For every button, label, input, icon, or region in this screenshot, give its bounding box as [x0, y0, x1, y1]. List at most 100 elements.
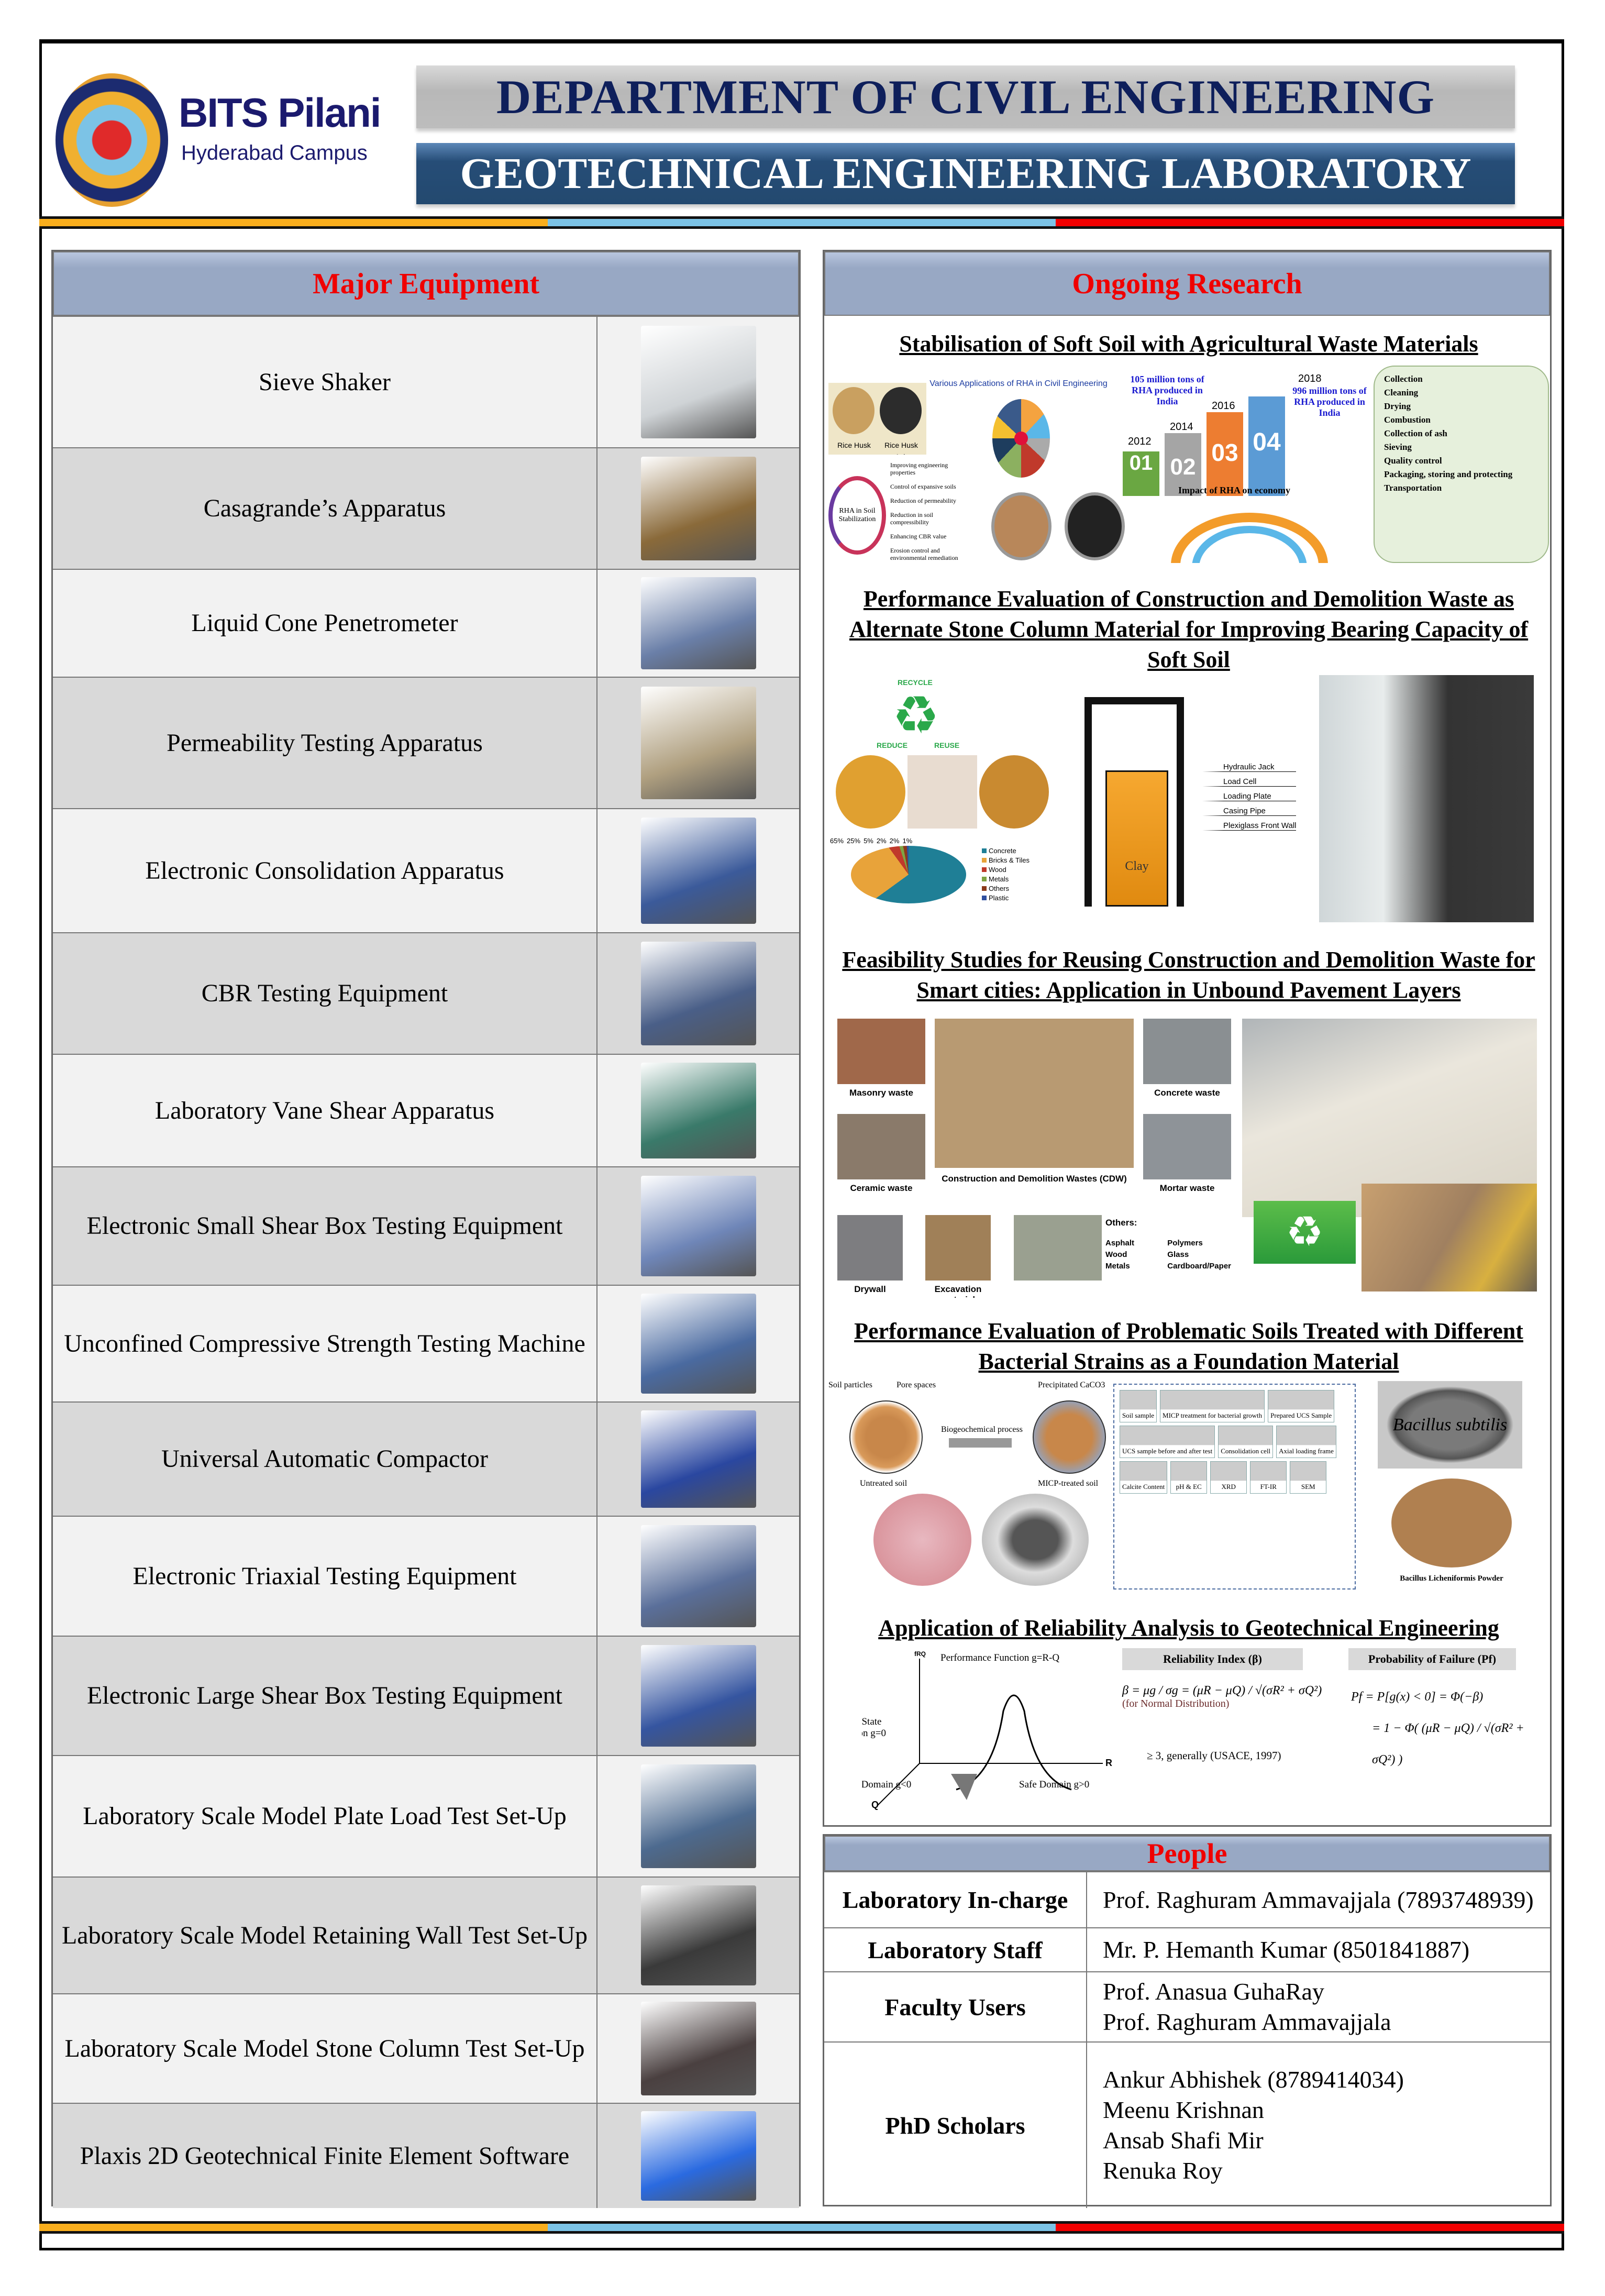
equipment-photo [640, 1410, 756, 1508]
equipment-name: Permeability Testing Apparatus [53, 678, 597, 808]
legend-label: Wood [989, 865, 1006, 874]
pore-spaces-label: Pore spaces [896, 1381, 936, 1389]
other-waste-item: Glass [1167, 1250, 1189, 1259]
legend-swatch [982, 876, 987, 881]
rice-husk-label: Rice Husk [837, 441, 871, 449]
equipment-photo [640, 1062, 756, 1159]
beta-note: (for Normal Distribution) [1122, 1698, 1230, 1709]
pie-legend-item: Plastic [982, 893, 1030, 902]
legend-swatch [982, 857, 987, 863]
equipment-name: Electronic Small Shear Box Testing Equip… [53, 1167, 597, 1285]
pie-chart [851, 846, 966, 903]
equipment-row: Laboratory Scale Model Stone Column Test… [53, 1993, 799, 2103]
production-2012: 105 million tons of RHA produced in Indi… [1130, 374, 1204, 406]
flow-step: SEM [1290, 1461, 1327, 1494]
top-color-stripe [39, 216, 1565, 229]
people-names: Mr. P. Hemanth Kumar (8501841887) [1087, 1928, 1550, 1971]
equipment-photo [640, 1175, 756, 1277]
pie-data-label: 2% [889, 837, 900, 845]
equipment-name: Laboratory Scale Model Plate Load Test S… [53, 1756, 597, 1876]
petri-dish-2 [982, 1494, 1089, 1586]
bar-04: 04 [1248, 396, 1285, 496]
person-name: Prof. Anasua GuhaRay [1103, 1978, 1324, 2005]
equipment-name: Universal Automatic Compactor [53, 1403, 597, 1516]
equipment-photo [640, 818, 756, 924]
equipment-image [597, 1517, 799, 1636]
pie-data-label: 65% [830, 837, 844, 845]
masonry-waste-label: Masonry waste [849, 1088, 913, 1098]
demolition-photo [1362, 1184, 1537, 1292]
equipment-row: Electronic Triaxial Testing Equipment [53, 1516, 799, 1636]
legend-swatch [982, 867, 987, 872]
equipment-image [597, 570, 799, 677]
other-waste-item: Wood [1105, 1250, 1127, 1259]
reliability-diagram: Performance Function g=R-Q Limit State F… [862, 1648, 1117, 1812]
equipment-photo [640, 1644, 756, 1747]
research-header: Ongoing Research [824, 251, 1550, 316]
equipment-name: Casagrande’s Apparatus [53, 448, 597, 569]
person-name: Prof. Raghuram Ammavajjala (7893748939) [1103, 1886, 1534, 1913]
petri-dish-1 [873, 1494, 971, 1586]
equipment-image [597, 809, 799, 932]
aggregate-images [836, 755, 1049, 829]
process-step: Collection [1384, 374, 1423, 384]
equipment-name: Unconfined Compressive Strength Testing … [53, 1286, 597, 1401]
project-title-reliability: Application of Reliability Analysis to G… [878, 1615, 1499, 1641]
person-name: Ankur Abhishek (8789414034) [1103, 2066, 1404, 2093]
bar-01: 01 [1123, 451, 1159, 475]
recycle-text: RECYCLE [898, 678, 933, 687]
husk-images [986, 490, 1132, 563]
pie-legend-item: Metals [982, 874, 1030, 884]
soil-stab-item: Improving engineering properties [890, 461, 948, 476]
equipment-photo [640, 1764, 756, 1868]
green-building-recycle-icon: ♻ [1254, 1201, 1356, 1264]
campus-name: Hyderabad Campus [181, 141, 368, 164]
legend-swatch [982, 886, 987, 891]
equipment-image [597, 2104, 799, 2208]
concrete-waste-label: Concrete waste [1154, 1088, 1220, 1098]
soil-particles-label: Soil particles [828, 1381, 872, 1389]
legend-swatch [982, 848, 987, 853]
equipment-name: Laboratory Scale Model Retaining Wall Te… [53, 1878, 597, 1993]
year-2014: 2014 [1170, 421, 1193, 433]
equipment-name: Electronic Large Shear Box Testing Equip… [53, 1637, 597, 1755]
people-names: Ankur Abhishek (8789414034)Meenu Krishna… [1087, 2043, 1550, 2208]
lab-title: GEOTECHNICAL ENGINEERING LABORATORY [416, 143, 1515, 204]
equipment-name: Liquid Cone Penetrometer [53, 570, 597, 677]
axis-f: fRQ [914, 1650, 926, 1658]
bottom-color-stripe [39, 2221, 1565, 2234]
people-role: PhD Scholars [824, 2043, 1087, 2208]
performance-function-label: Performance Function g=R-Q [940, 1652, 1060, 1663]
process-step: Sieving [1384, 442, 1412, 452]
legend-label: Others [989, 884, 1010, 892]
pie-legend-item: Bricks & Tiles [982, 855, 1030, 865]
axis-q: Q [871, 1800, 879, 1810]
others-title: Others: [1105, 1218, 1137, 1228]
flow-step: UCS sample before and after test [1120, 1426, 1215, 1458]
equipment-image [597, 1637, 799, 1755]
person-name: Renuka Roy [1103, 2157, 1223, 2184]
process-step: Transportation [1384, 483, 1442, 493]
cdw-collage: Masonry waste Concrete waste Ceramic was… [837, 1019, 1232, 1298]
equipment-row: Plaxis 2D Geotechnical Finite Element So… [53, 2103, 799, 2208]
soil-stab-item: Reduction of permeability [890, 497, 956, 504]
biogeochemical-label: Biogeochemical process [941, 1425, 1023, 1434]
flow-step: Prepared UCS Sample [1268, 1390, 1335, 1422]
powder-label: Bacillus Licheniformis Powder [1400, 1574, 1503, 1583]
pie-data-label: 2% [876, 837, 887, 845]
department-title: DEPARTMENT OF CIVIL ENGINEERING [416, 65, 1515, 128]
legend-label: Bricks & Tiles [989, 856, 1030, 864]
stone-column-photo [1319, 675, 1534, 922]
process-step: Combustion [1384, 415, 1431, 425]
pf-header: Probability of Failure (Pf) [1348, 1648, 1516, 1670]
equipment-photo [640, 1885, 756, 1985]
people-role: Faculty Users [824, 1972, 1087, 2041]
beta-rule: ≥ 3, generally (USACE, 1997) [1147, 1749, 1281, 1762]
equipment-row: Permeability Testing Apparatus [53, 677, 799, 808]
limit-state-label: Limit State Function g=0 [862, 1716, 887, 1739]
pie-data-label: 25% [847, 837, 861, 845]
